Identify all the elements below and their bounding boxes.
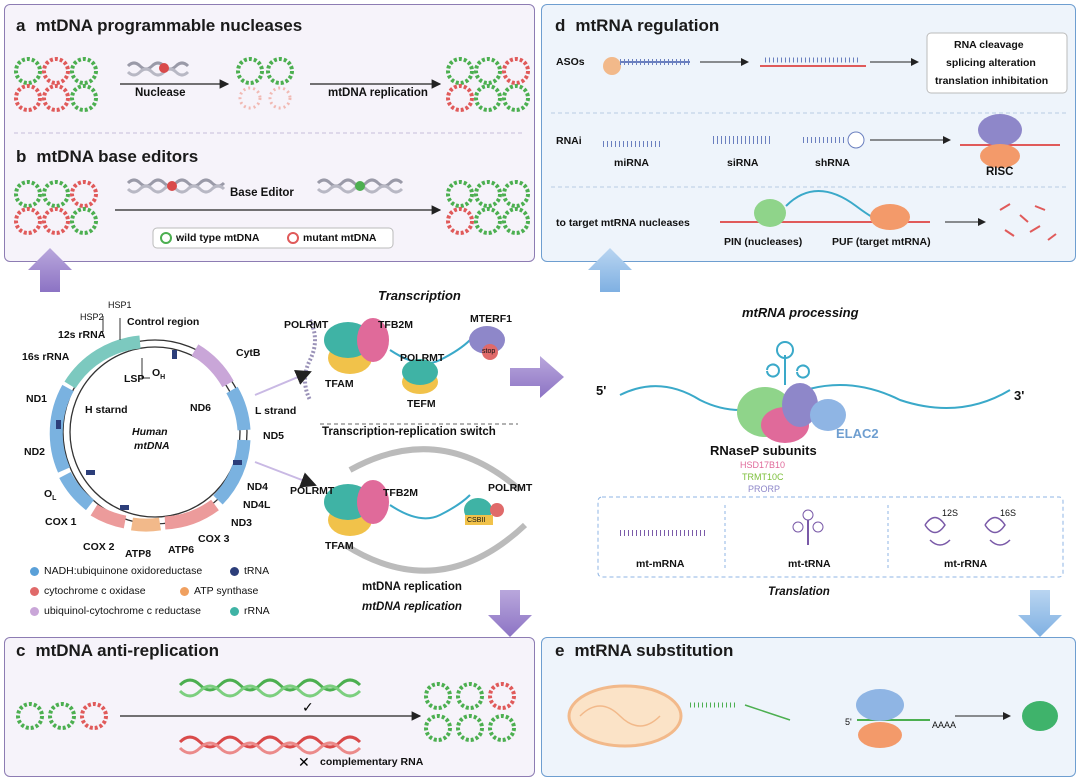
rnai-label: RNAi <box>556 135 582 147</box>
polrmt-label: POLRMT <box>284 319 329 331</box>
rp-tfam-label: TFAM <box>325 540 354 552</box>
nd5-label: ND5 <box>263 430 285 442</box>
base-editor-label: Base Editor <box>230 187 294 199</box>
effect-1: RNA cleavage <box>954 39 1024 51</box>
svg-text:✕: ✕ <box>298 755 310 771</box>
hsd17b10-label: HSD17B10 <box>740 460 786 470</box>
nuclease-label: Nuclease <box>135 87 186 99</box>
legend-dot <box>230 606 239 616</box>
hsp2-label: HSP2 <box>80 312 104 322</box>
oh-label: OH <box>152 367 166 382</box>
legend-dot <box>30 566 39 576</box>
mtdna-replication-2: mtDNA replication <box>362 601 462 613</box>
mtdna-genome-circle <box>49 316 251 532</box>
risc-label: RISC <box>986 166 1014 178</box>
atp8-label: ATP8 <box>125 548 152 560</box>
nd1-label: ND1 <box>26 393 48 405</box>
ol-label: OL <box>44 488 57 503</box>
16s-rrna-label: 16s rRNA <box>22 351 70 363</box>
nd3-label: ND3 <box>231 517 253 529</box>
stop-label: stop <box>482 348 496 355</box>
12s-rrna-label: 12s rRNA <box>58 329 106 341</box>
rp-polrmt-label: POLRMT <box>290 485 335 497</box>
svg-text:✓: ✓ <box>302 700 314 716</box>
polrmt2-label: POLRMT <box>400 352 445 364</box>
csbii-label: CSBII <box>467 517 486 524</box>
h-strand-label: H starnd <box>85 404 128 416</box>
pin-label: PIN (nucleases) <box>724 236 803 248</box>
complementary-rna-label: complementary RNA <box>320 756 424 768</box>
legend-dot <box>30 606 39 616</box>
three-prime-label: 3' <box>1014 388 1025 403</box>
rp-polrmt2-label: POLRMT <box>488 482 533 494</box>
asos-label: ASOs <box>556 56 585 68</box>
l-strand-label: L strand <box>255 405 297 417</box>
control-region-label: Control region <box>127 316 200 328</box>
cytb-label: CytB <box>236 347 261 359</box>
mirna-label: miRNA <box>614 157 650 169</box>
mt-mrna-label: mt-mRNA <box>636 558 685 570</box>
elac2-label: ELAC2 <box>836 426 879 441</box>
mtdna-center-label: mtDNA <box>134 440 170 452</box>
nd6-label: ND6 <box>190 402 212 414</box>
cox3-label: COX 3 <box>198 533 230 545</box>
translation-label: Translation <box>768 586 830 598</box>
rp-tfb2m-label: TFB2M <box>383 487 418 499</box>
mterf1-label: MTERF1 <box>470 313 512 325</box>
legend-dot <box>30 586 39 596</box>
nd2-label: ND2 <box>24 446 46 458</box>
shrna-label: shRNA <box>815 157 851 169</box>
effect-2: splicing alteration <box>946 57 1036 69</box>
aaaa-label: AAAA <box>932 720 957 730</box>
mutant-legend: mutant mtDNA <box>303 232 377 244</box>
cox1-label: COX 1 <box>45 516 77 528</box>
cox2-label: COX 2 <box>83 541 115 553</box>
s12-label: 12S <box>942 508 959 518</box>
nd4-label: ND4 <box>247 481 269 493</box>
up-arrow-left <box>28 248 72 292</box>
hsp1-label: HSP1 <box>108 300 132 310</box>
atp6-label: ATP6 <box>168 544 195 556</box>
tfb2m-label: TFB2M <box>378 319 413 331</box>
switch-label: Transcription-replication switch <box>322 426 496 438</box>
target-nucleases-label: to target mtRNA nucleases <box>556 217 690 229</box>
mtdna-replication-1: mtDNA replication <box>362 581 462 593</box>
effect-3: translation inhibitation <box>935 75 1049 87</box>
wild-type-legend: wild type mtDNA <box>176 232 260 244</box>
s16-label: 16S <box>1000 508 1017 518</box>
transcription-title: Transcription <box>378 288 461 303</box>
mtrna-processing-title: mtRNA processing <box>742 305 859 320</box>
panel-a-left-circles <box>14 57 98 112</box>
legend-dot <box>230 566 239 576</box>
trmt10c-label: TRMT10C <box>742 472 784 482</box>
legend-dot <box>180 586 189 596</box>
rnasep-label: RNaseP subunits <box>710 443 817 458</box>
transcription-complex <box>254 318 528 574</box>
panel-e-five-prime: 5' <box>845 717 852 727</box>
mt-rrna-label: mt-rRNA <box>944 558 988 570</box>
five-prime-label: 5' <box>596 383 607 398</box>
puf-label: PUF (target mtRNA) <box>832 236 931 248</box>
lsp-label: LSP <box>124 373 145 385</box>
mtdna-replication-label: mtDNA replication <box>328 87 428 99</box>
prorp-label: PRORP <box>748 484 781 494</box>
human-label: Human <box>132 426 168 438</box>
sirna-label: siRNA <box>727 157 759 169</box>
tefm-label: TEFM <box>407 398 436 410</box>
nd4l-label: ND4L <box>243 499 271 511</box>
mt-trna-label: mt-tRNA <box>788 558 831 570</box>
mtrna-processing-graphic <box>597 341 1064 578</box>
tfam-label: TFAM <box>325 378 354 390</box>
